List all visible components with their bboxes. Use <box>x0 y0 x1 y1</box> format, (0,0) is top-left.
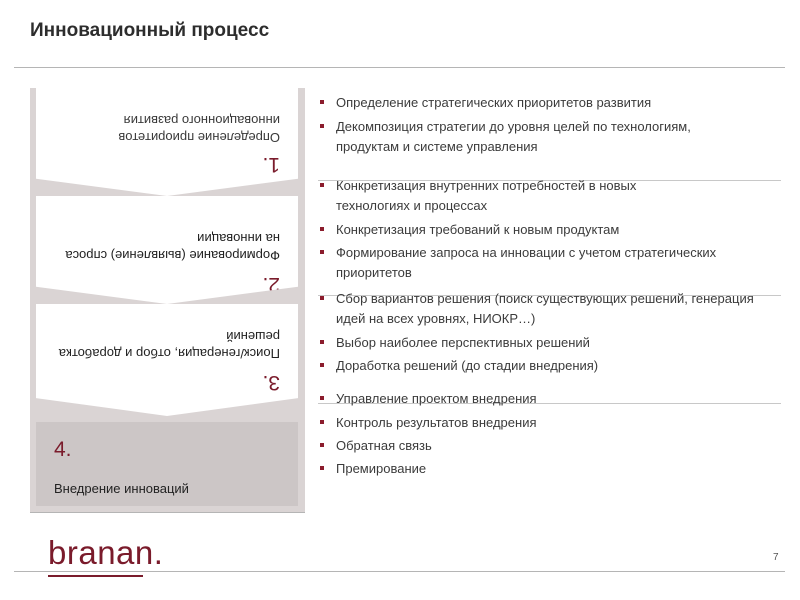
bullet-icon <box>320 183 324 187</box>
bullet-icon <box>320 396 324 400</box>
bullet-icon <box>320 124 324 128</box>
branan-logo: branan. <box>48 534 164 571</box>
stage-4-text: Внедрение инноваций <box>54 481 189 496</box>
bullet-icon <box>320 420 324 424</box>
logo-underline <box>48 575 143 577</box>
bullet-icon <box>320 100 324 104</box>
bullet-item: Формирование запроса на инновации с учет… <box>320 243 720 283</box>
title-divider <box>14 67 785 68</box>
bullet-item: Определение стратегических приоритетов р… <box>320 93 780 113</box>
bullet-icon <box>320 443 324 447</box>
bullet-item: Конкретизация внутренних потребностей в … <box>320 176 650 216</box>
bullet-icon <box>320 340 324 344</box>
stage-2-card: 2. Формирование (выявление) спроса на ин… <box>36 196 298 304</box>
bullet-icon <box>320 363 324 367</box>
page-title: Инновационный процесс <box>30 20 270 41</box>
stage-3-card: 3. Поиск/генерация, отбор и доработка ре… <box>36 304 298 416</box>
bullet-item: Премирование <box>320 459 780 479</box>
bullet-item: Контроль результатов внедрения <box>320 413 780 433</box>
stage-4-card: 4. Внедрение инноваций <box>36 422 298 506</box>
stage-3-number: 3. <box>262 371 280 394</box>
bullet-icon <box>320 227 324 231</box>
panel-bottom-rule <box>30 512 305 513</box>
group-divider-1 <box>318 180 781 181</box>
bullet-item: Конкретизация требований к новым продукт… <box>320 220 780 240</box>
bullet-item: Обратная связь <box>320 436 780 456</box>
stage-2-text: Формирование (выявление) спроса на иннов… <box>65 231 280 263</box>
bullet-item: Доработка решений (до стадии внедрения) <box>320 356 780 376</box>
stage-1-number: 1. <box>262 153 280 176</box>
page-number: 7 <box>773 552 779 563</box>
bullet-icon <box>320 250 324 254</box>
group-divider-2 <box>318 295 781 296</box>
stage-1-rotated: 1. Определение приоритетов инновационног… <box>36 88 298 196</box>
stage-1-card: 1. Определение приоритетов инновационног… <box>36 88 298 196</box>
stage-4-number: 4. <box>54 438 72 461</box>
bullet-item: Сбор вариантов решения (поиск существующ… <box>320 289 760 329</box>
group-divider-3 <box>318 403 781 404</box>
bullet-icon <box>320 296 324 300</box>
stage-1-text: Определение приоритетов инновационного р… <box>118 113 280 145</box>
stage-2-rotated: 2. Формирование (выявление) спроса на ин… <box>36 196 298 304</box>
bullet-icon <box>320 466 324 470</box>
stage-3-text: Поиск/генерация, отбор и доработка решен… <box>58 329 280 361</box>
bullet-item: Выбор наиболее перспективных решений <box>320 333 780 353</box>
bullet-item: Декомпозиция стратегии до уровня целей п… <box>320 117 720 157</box>
stage-3-rotated: 3. Поиск/генерация, отбор и доработка ре… <box>36 304 298 416</box>
bullet-item: Управление проектом внедрения <box>320 389 780 409</box>
footer-divider <box>14 571 785 572</box>
